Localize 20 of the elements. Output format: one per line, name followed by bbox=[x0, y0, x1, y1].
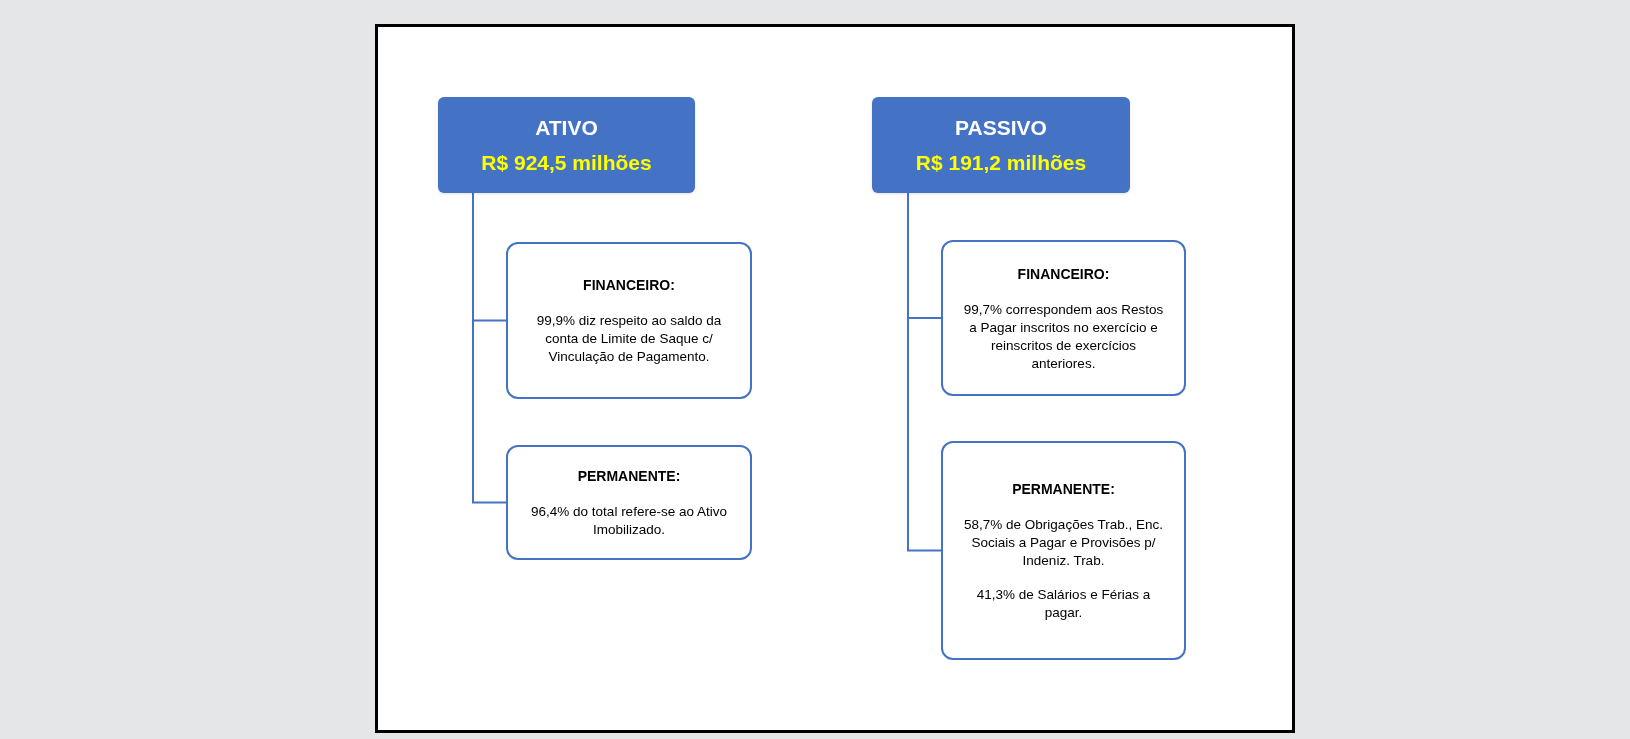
header-title: ATIVO bbox=[535, 114, 598, 141]
header-box bbox=[438, 97, 695, 193]
box-heading: PERMANENTE: bbox=[1012, 480, 1115, 499]
info-box bbox=[941, 240, 1186, 396]
box-heading: FINANCEIRO: bbox=[583, 276, 675, 295]
box-text: 58,7% de Obrigações Trab., Enc. Sociais a Pagar e Provisões p/ Indeniz. Trab. bbox=[963, 516, 1164, 570]
header-title: PASSIVO bbox=[955, 114, 1047, 141]
info-box bbox=[506, 242, 752, 399]
box-text: 96,4% do total refere-se ao Ativo Imobilizado. bbox=[530, 503, 728, 539]
header-value: R$ 191,2 milhões bbox=[915, 150, 1087, 176]
connector-line bbox=[472, 192, 507, 504]
info-box bbox=[941, 441, 1186, 660]
header-value: R$ 924,5 milhões bbox=[481, 150, 652, 176]
box-text: 41,3% de Salários e Férias a pagar. bbox=[975, 586, 1152, 622]
header-box bbox=[872, 97, 1130, 193]
box-text: 99,9% diz respeito ao saldo da conta de Limite de Saque c/ Vinculação de Pagamento. bbox=[535, 312, 723, 366]
box-heading: FINANCEIRO: bbox=[1017, 264, 1110, 284]
box-heading: PERMANENTE: bbox=[577, 467, 681, 486]
info-box bbox=[506, 445, 752, 560]
box-text: 99,7% correspondem aos Restos a Pagar inscritos no exercício e reinscritos de exercícios anteriores. bbox=[962, 300, 1165, 373]
